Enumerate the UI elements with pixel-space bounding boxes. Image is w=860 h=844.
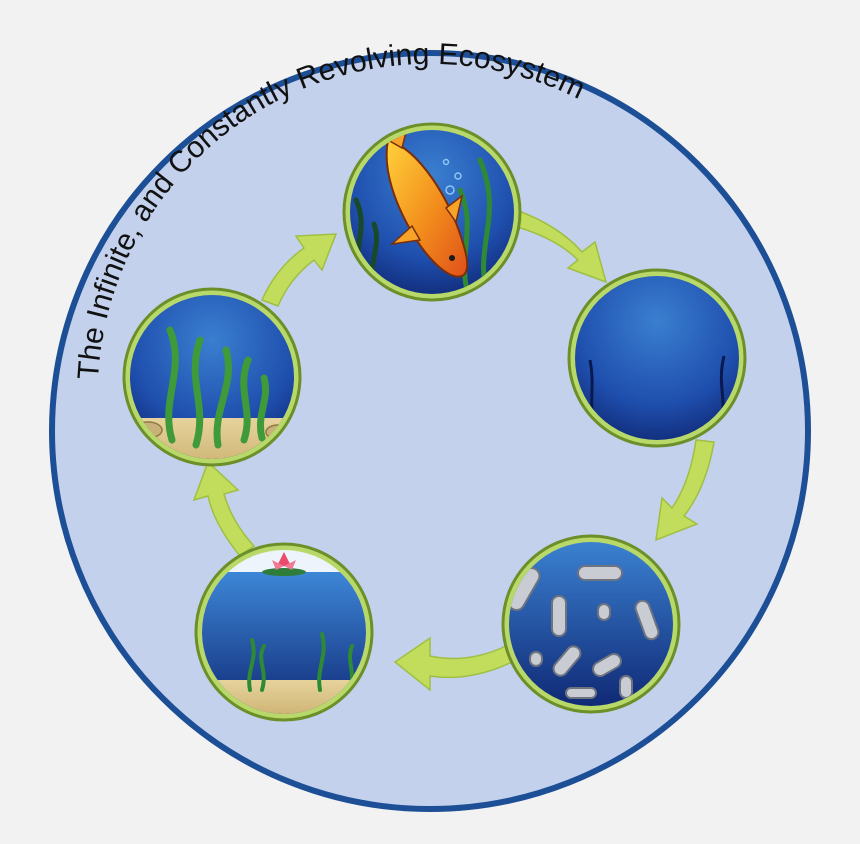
cycle-arrows bbox=[192, 208, 715, 692]
stage-fish bbox=[342, 122, 522, 302]
bacteria-icon bbox=[509, 565, 660, 699]
arrow-fish-to-water bbox=[513, 208, 608, 284]
arrow-bacteria-to-pond bbox=[393, 636, 513, 692]
bubbles-icon bbox=[442, 158, 462, 195]
stage-pond bbox=[194, 542, 374, 722]
water-bg bbox=[575, 276, 739, 440]
seaweed-icon bbox=[165, 326, 269, 449]
arrow-water-to-bacteria bbox=[655, 439, 715, 542]
lily-icon bbox=[262, 552, 306, 576]
stage-bacteria bbox=[501, 534, 681, 714]
arrow-seaweed-to-fish bbox=[260, 233, 338, 307]
stage-open-water bbox=[567, 268, 747, 448]
fish-icon bbox=[371, 130, 469, 278]
